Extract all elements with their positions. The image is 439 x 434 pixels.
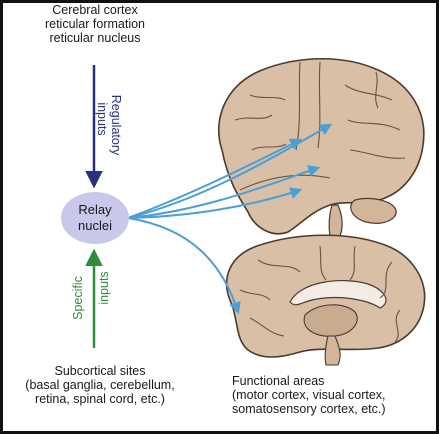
functional-areas-label: Functional areas (motor cortex, visual c…: [232, 374, 432, 416]
lateral-brain-illustration: [218, 57, 425, 237]
projection-arrow-2: [127, 123, 333, 219]
medial-brain-illustration: [225, 234, 426, 366]
projection-arrow-5: [127, 217, 241, 315]
bottom-label-line-2: (basal ganglia, cerebellum,: [25, 378, 175, 392]
relay-nuclei-node: [61, 192, 129, 244]
bottom-label-line-3: retina, spinal cord, etc.): [35, 392, 165, 406]
func-label-line-2: (motor cortex, visual cortex,: [232, 388, 386, 402]
bottom-label-line-1: Subcortical sites: [54, 364, 146, 378]
specific-inputs-word: inputs: [97, 271, 111, 304]
projection-arrow-1: [127, 138, 303, 219]
specific-inputs-label: Specific inputs: [71, 271, 111, 320]
projection-arrows: [127, 123, 333, 315]
func-label-line-3: somatosensory cortex, etc.): [232, 402, 386, 416]
specific-word: Specific: [71, 276, 85, 320]
top-label-line-2: reticular formation: [44, 17, 146, 31]
subcortical-sites-label: Subcortical sites (basal ganglia, cerebe…: [0, 364, 200, 406]
top-label-line-3: reticular nucleus: [49, 31, 141, 45]
regulatory-word: Regulatory: [109, 95, 123, 156]
regulatory-inputs-word: inputs: [95, 102, 109, 135]
relay-label-line-1: Relay: [78, 202, 112, 217]
cortex-source-label: Cerebral cortex reticular formation reti…: [0, 3, 190, 45]
func-label-line-1: Functional areas: [232, 374, 325, 388]
projection-arrow-4: [127, 187, 303, 219]
top-label-line-1: Cerebral cortex: [52, 3, 138, 17]
projection-arrow-3: [127, 165, 321, 219]
relay-label-line-2: nuclei: [78, 218, 112, 233]
regulatory-inputs-label: Regulatory inputs: [95, 95, 123, 156]
